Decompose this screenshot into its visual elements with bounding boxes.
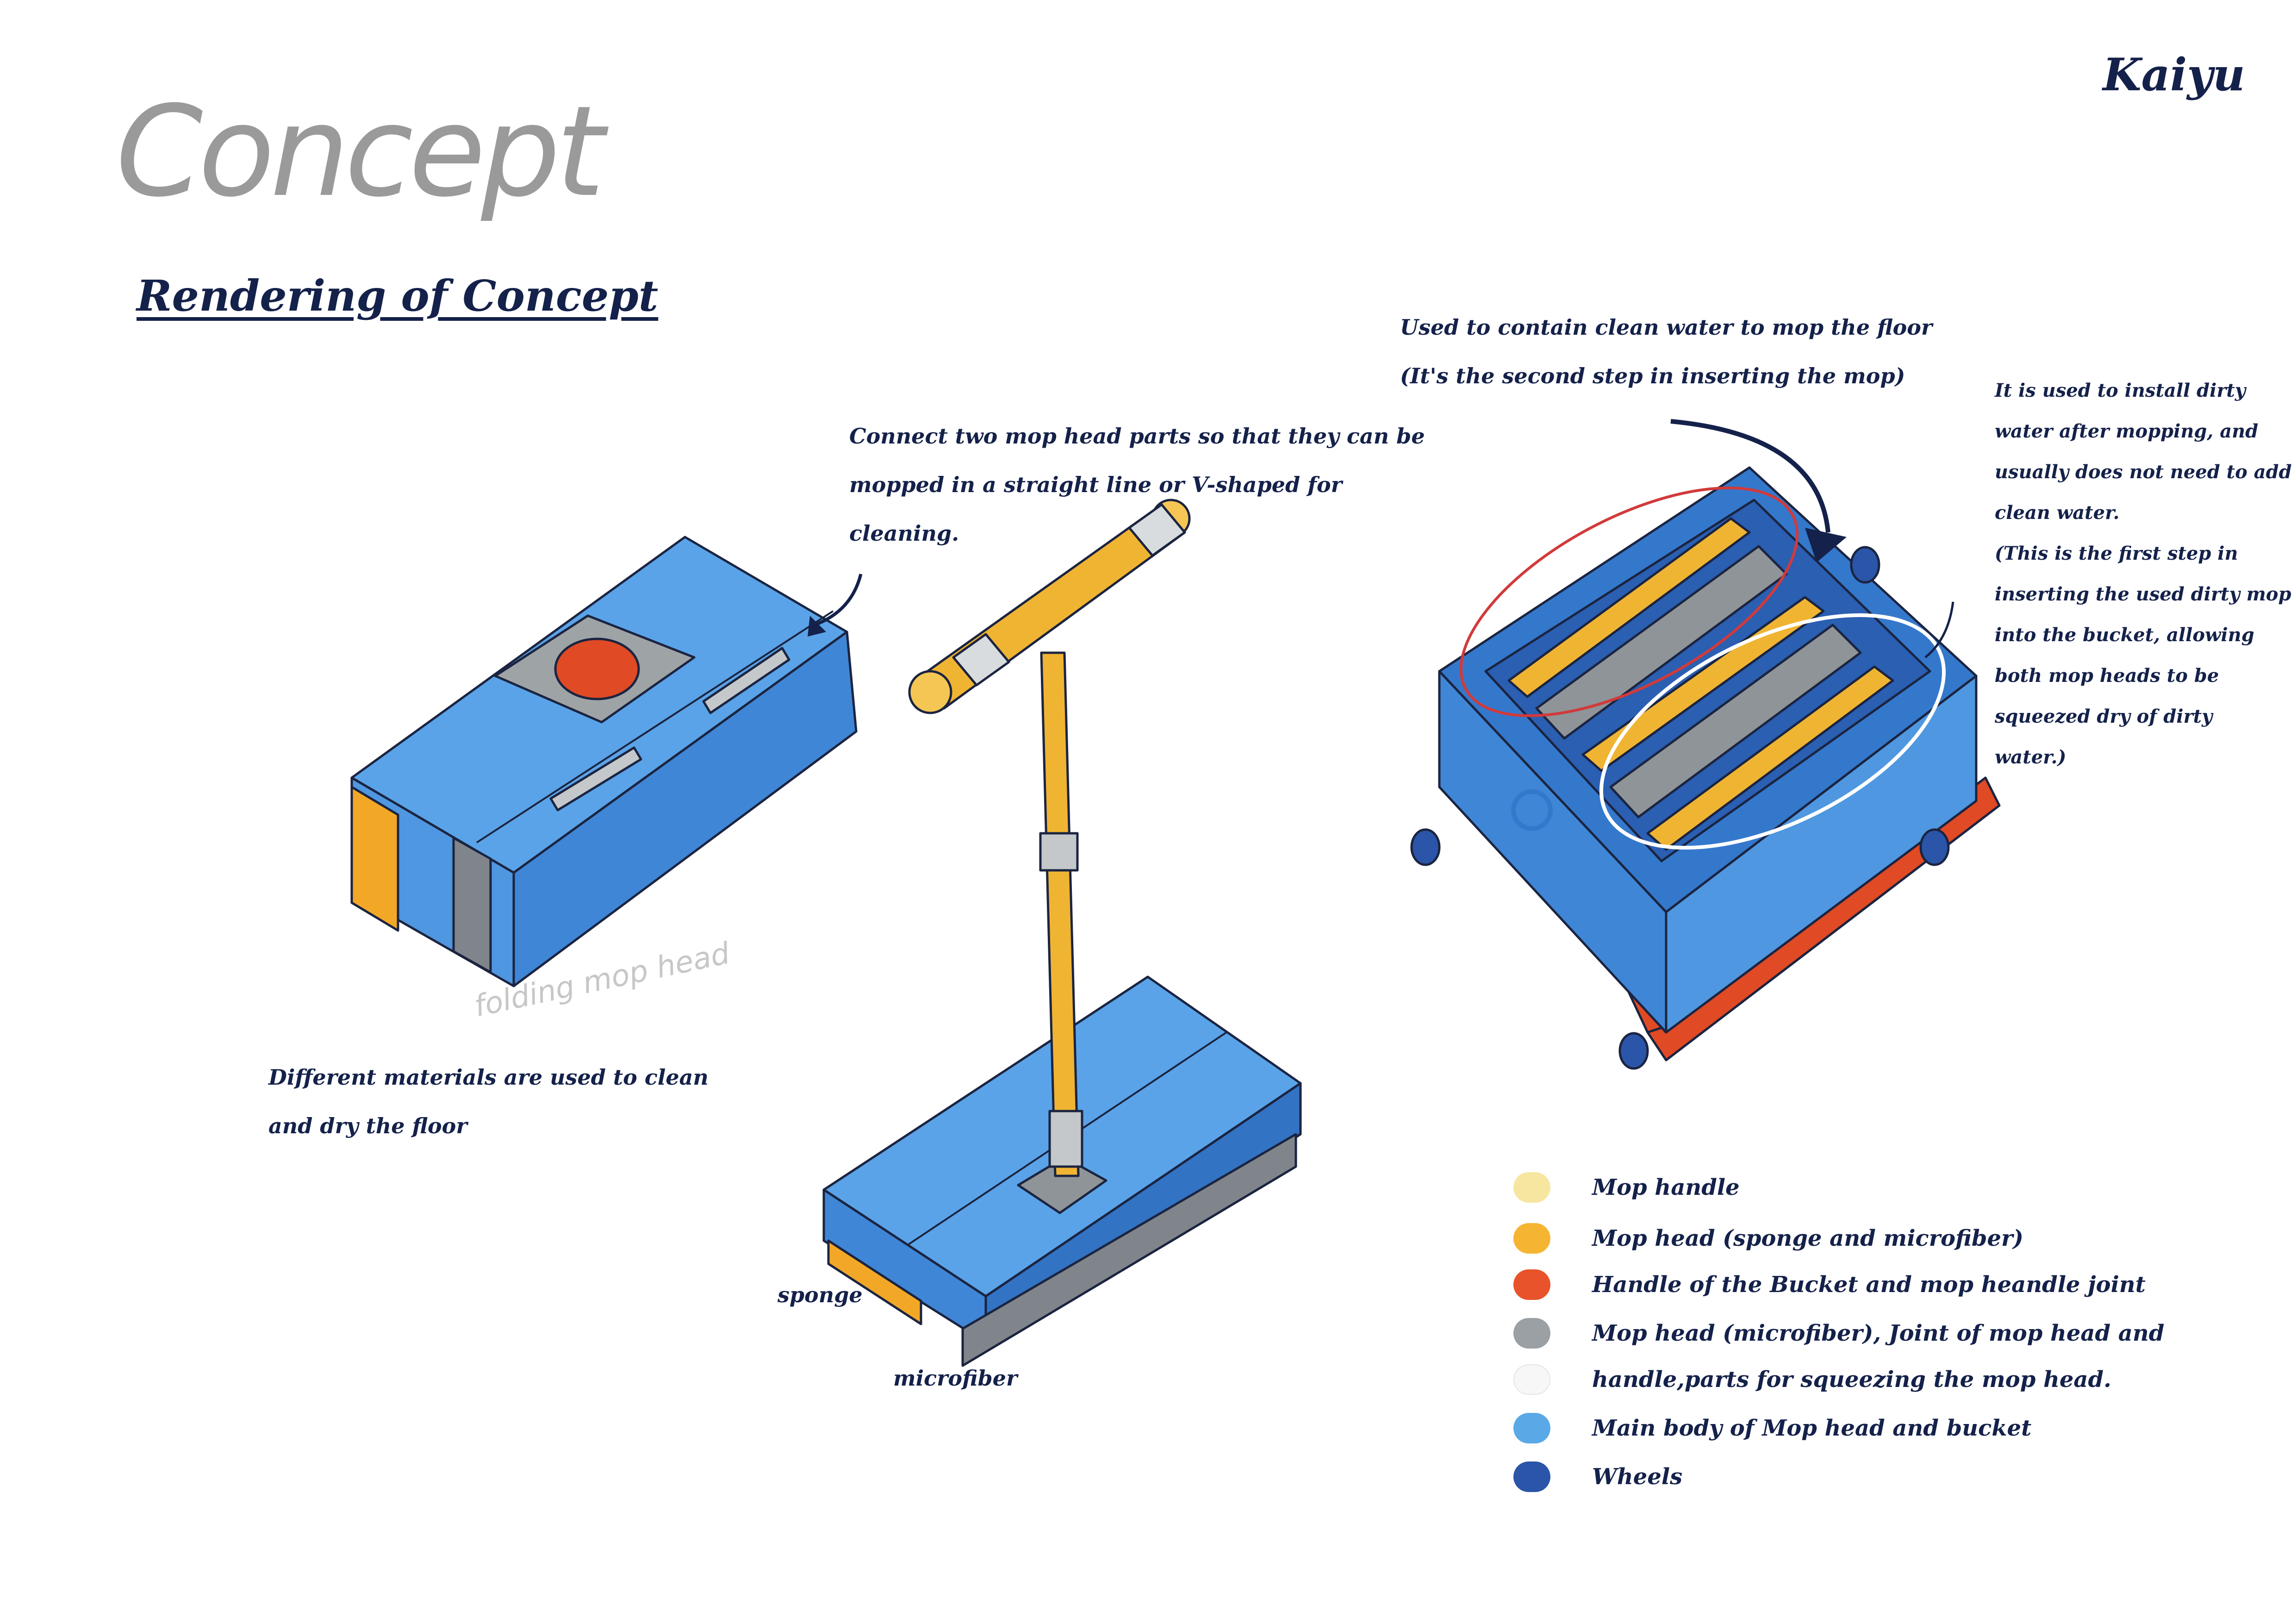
connect-note-line: Connect two mop head parts so that they … bbox=[849, 424, 1425, 449]
materials-note: Different materials are used to clean an… bbox=[268, 1053, 709, 1150]
sponge-label: sponge bbox=[778, 1282, 863, 1307]
bucket-drawing bbox=[1410, 419, 2001, 1070]
legend-label: handle,parts for squeezing the mop head. bbox=[1592, 1367, 2111, 1393]
connect-note-line: mopped in a straight line or V-shaped fo… bbox=[849, 472, 1342, 497]
dirty-water-note-line: water after mopping, and bbox=[1995, 420, 2259, 442]
legend-item: Mop head (sponge and microfiber) bbox=[1513, 1213, 2023, 1264]
legend-label: Handle of the Bucket and mop heandle joi… bbox=[1592, 1272, 2146, 1298]
dirty-water-note-line: It is used to install dirty bbox=[1995, 380, 2246, 401]
legend-swatch bbox=[1513, 1172, 1550, 1203]
signature-text: Kaiyu bbox=[2103, 49, 2245, 101]
dirty-water-note-line: squeezed dry of dirty bbox=[1995, 706, 2213, 727]
materials-note-line: Different materials are used to clean bbox=[268, 1065, 709, 1090]
dirty-water-note-line: inserting the used dirty mop bbox=[1995, 583, 2291, 605]
legend-item: handle,parts for squeezing the mop head. bbox=[1513, 1354, 2111, 1405]
dirty-water-note-line: (This is the first step in bbox=[1995, 543, 2238, 564]
legend-swatch bbox=[1513, 1413, 1550, 1443]
dirty-water-note-line: clean water. bbox=[1995, 502, 2120, 524]
mop-drawing bbox=[822, 499, 1302, 1367]
microfiber-label: microfiber bbox=[893, 1366, 1018, 1391]
connect-note: Connect two mop head parts so that they … bbox=[849, 412, 1425, 558]
legend-label: Mop handle bbox=[1592, 1174, 1740, 1200]
legend-item: Mop handle bbox=[1513, 1162, 1740, 1213]
legend-swatch bbox=[1513, 1318, 1550, 1349]
legend-label: Wheels bbox=[1592, 1464, 1683, 1490]
clean-water-note-line: Used to contain clean water to mop the f… bbox=[1400, 315, 1933, 340]
legend-swatch bbox=[1513, 1364, 1550, 1395]
clean-water-note-line: (It's the second step in inserting the m… bbox=[1400, 363, 1905, 388]
legend-item: Main body of Mop head and bucket bbox=[1513, 1403, 2031, 1454]
dirty-water-note: It is used to install dirty water after … bbox=[1995, 370, 2292, 778]
page-title: Rendering of Concept bbox=[137, 271, 659, 321]
folded-mop-head-drawing bbox=[350, 536, 863, 987]
clean-water-note: Used to contain clean water to mop the f… bbox=[1400, 303, 1932, 400]
legend-item: Handle of the Bucket and mop heandle joi… bbox=[1513, 1259, 2146, 1310]
materials-note-line: and dry the floor bbox=[268, 1113, 467, 1138]
legend-label: Main body of Mop head and bucket bbox=[1592, 1415, 2032, 1441]
legend-swatch bbox=[1513, 1269, 1550, 1300]
dirty-water-note-line: into the bucket, allowing bbox=[1995, 624, 2254, 646]
connect-note-line: cleaning. bbox=[849, 521, 959, 546]
legend-swatch bbox=[1513, 1223, 1550, 1254]
legend-label: Mop head (sponge and microfiber) bbox=[1592, 1225, 2024, 1251]
legend-item: Wheels bbox=[1513, 1451, 1682, 1502]
dirty-water-note-line: water.) bbox=[1995, 746, 2066, 768]
dirty-water-note-line: both mop heads to be bbox=[1995, 665, 2219, 687]
legend-label: Mop head (microfiber), Joint of mop head… bbox=[1592, 1320, 2165, 1346]
dirty-water-note-line: usually does not need to add bbox=[1995, 461, 2292, 483]
legend-swatch bbox=[1513, 1462, 1550, 1492]
legend-item: Mop head (microfiber), Joint of mop head… bbox=[1513, 1308, 2165, 1359]
concept-pencil-title: Concept bbox=[116, 79, 605, 225]
